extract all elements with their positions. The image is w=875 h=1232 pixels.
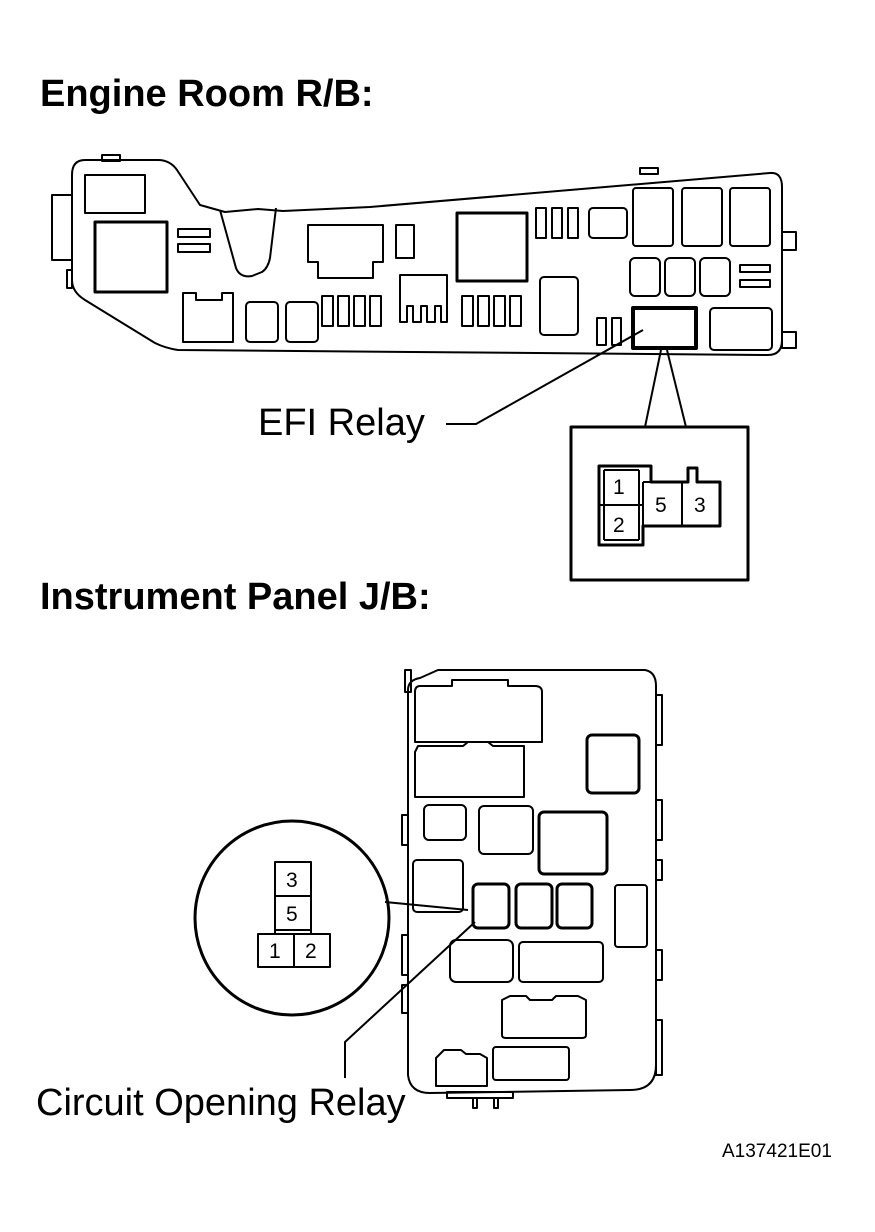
efi-terminal-1: 1 — [613, 476, 625, 499]
cor-terminal-5: 5 — [286, 903, 298, 926]
engine-room-relay-block — [51, 154, 797, 356]
cor-terminal-2: 2 — [305, 940, 317, 963]
efi-terminal-2: 2 — [613, 514, 625, 537]
instrument-panel-junction-block — [401, 669, 663, 1109]
efi-relay-terminal-callout: 1 2 5 3 — [569, 425, 750, 582]
efi-terminal-3: 3 — [694, 494, 706, 517]
instrument-panel-heading: Instrument Panel J/B: — [40, 576, 431, 618]
circuit-opening-relay-label: Circuit Opening Relay — [36, 1082, 406, 1124]
cor-terminal-3: 3 — [286, 869, 298, 892]
engine-room-heading: Engine Room R/B: — [40, 73, 374, 115]
efi-relay-leader — [446, 329, 687, 428]
efi-relay-label: EFI Relay — [258, 402, 425, 444]
cor-terminal-1: 1 — [269, 940, 281, 963]
circuit-opening-relay-callout: 3 5 1 2 — [193, 819, 391, 1017]
figure-code: A137421E01 — [722, 1141, 832, 1162]
efi-terminal-5: 5 — [655, 494, 667, 517]
circuit-opening-relay-leader — [344, 901, 476, 1078]
